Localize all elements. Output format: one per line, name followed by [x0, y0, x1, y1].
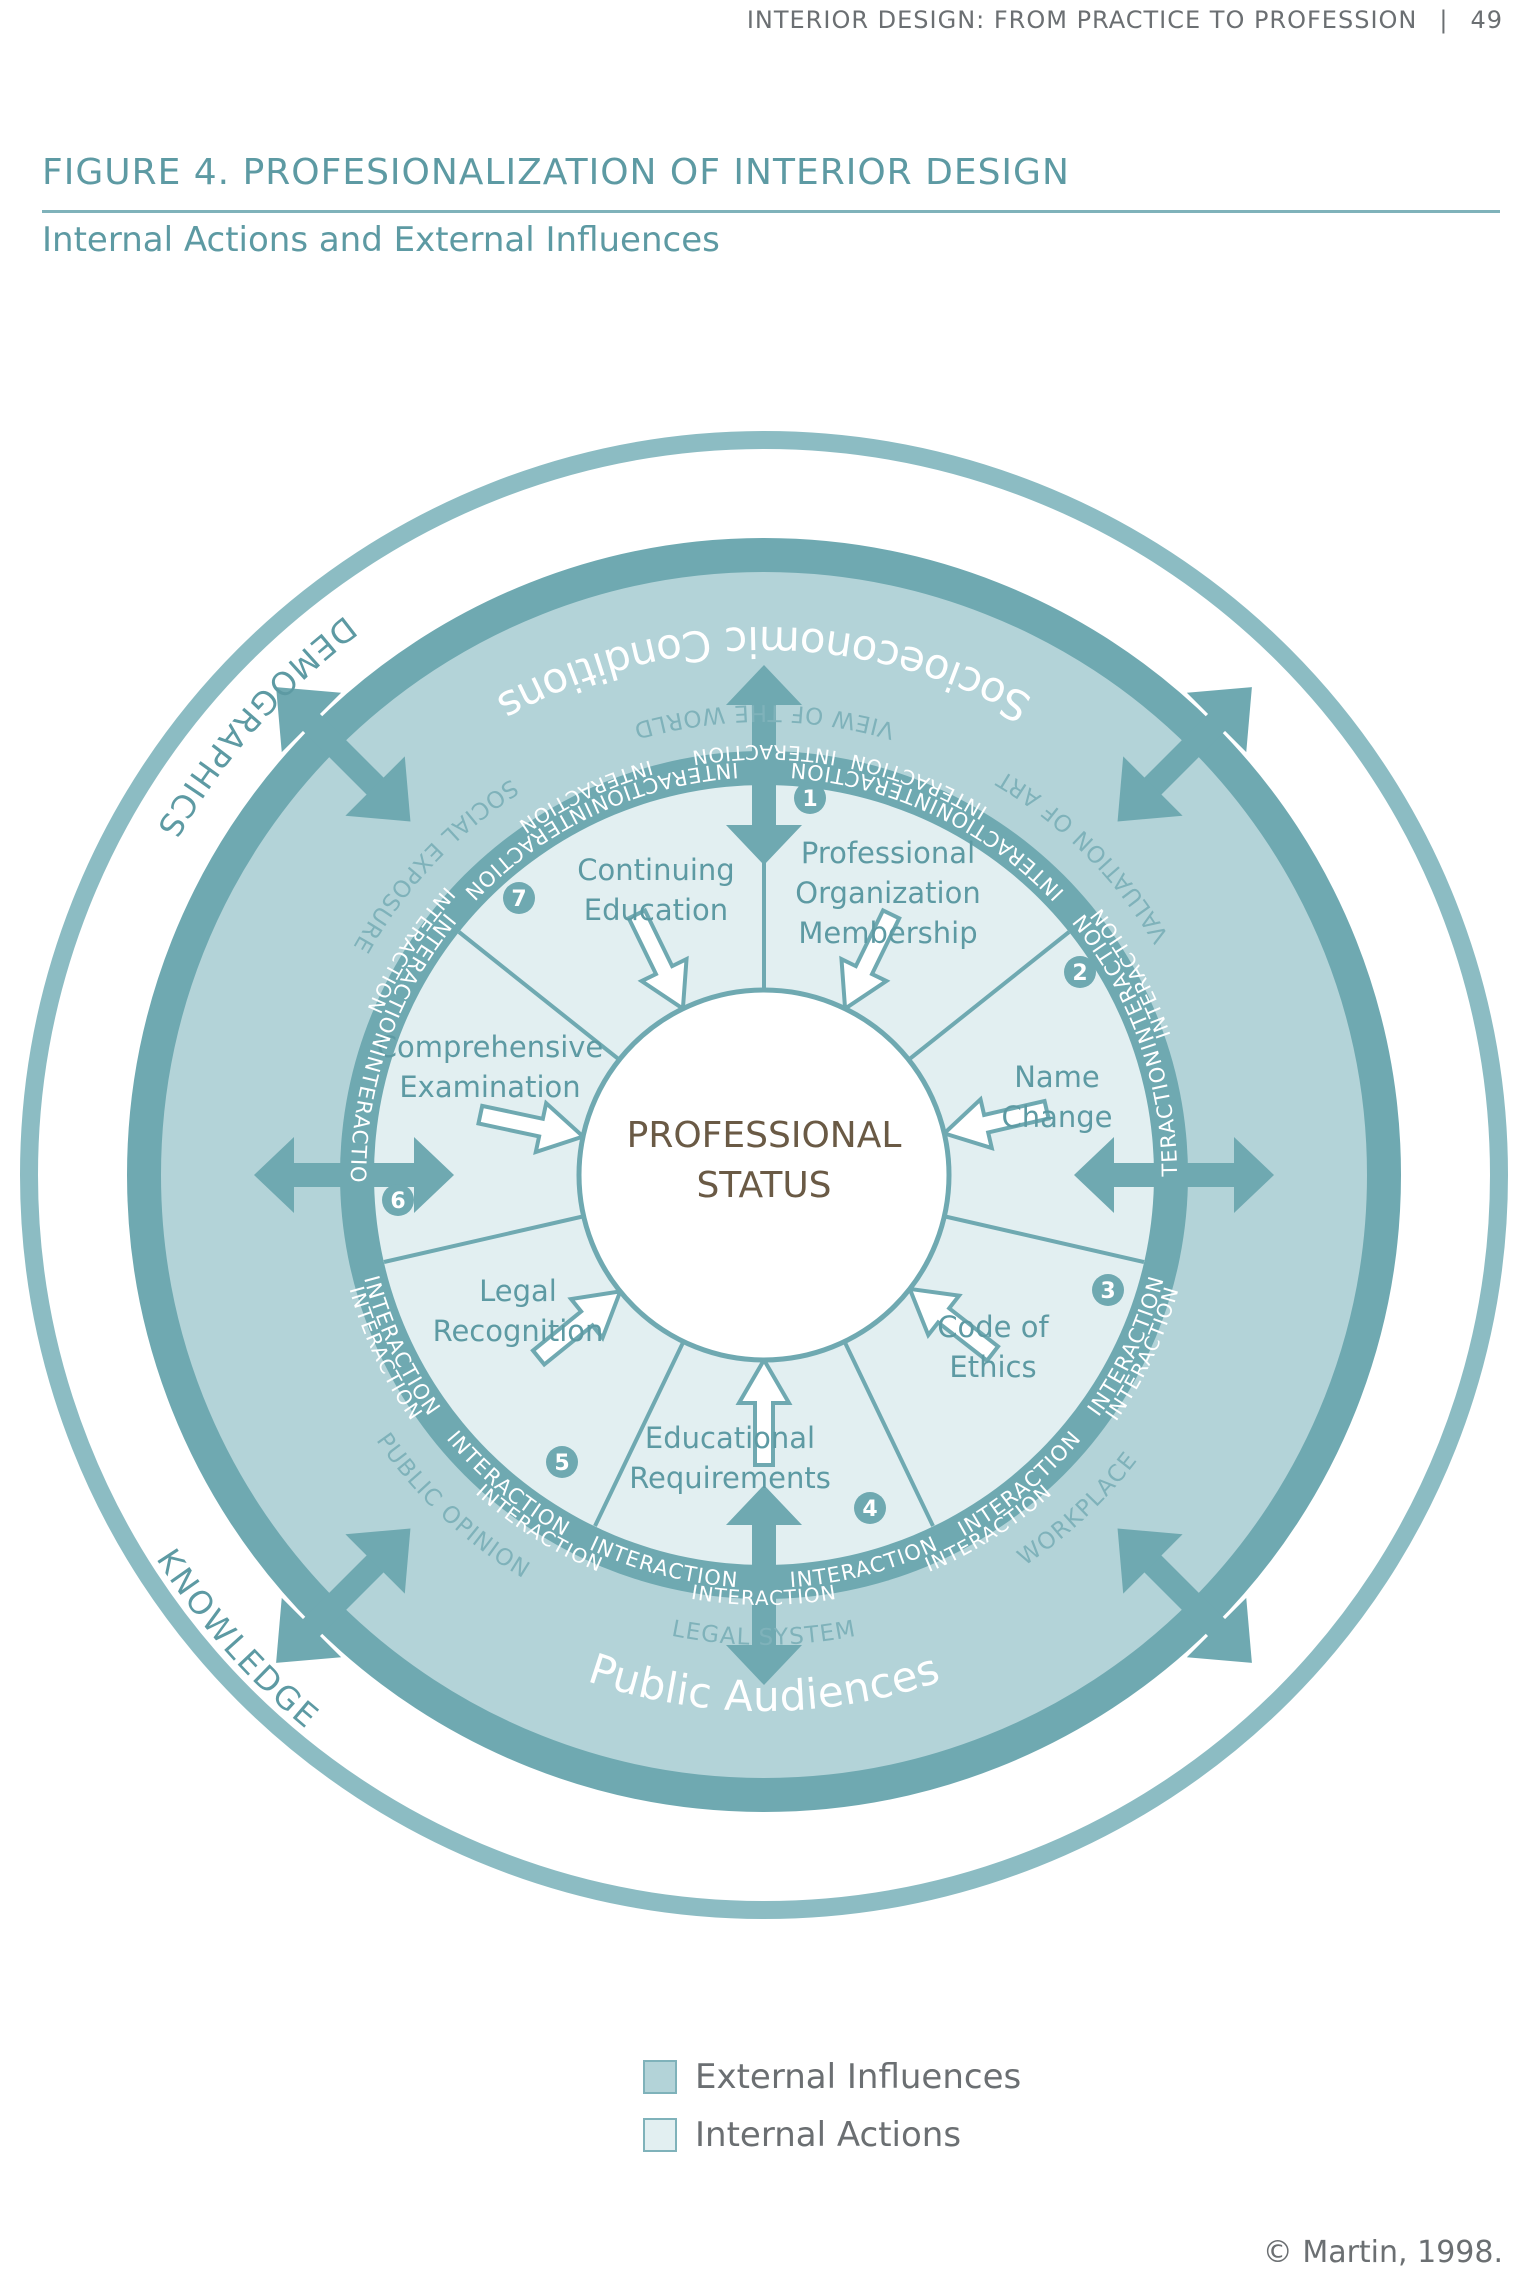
- badge-4: [854, 1492, 886, 1524]
- center-line-1: PROFESSIONAL: [627, 1115, 902, 1156]
- segment-3-line-1: Code of: [937, 1310, 1049, 1344]
- badge-2: [1064, 956, 1096, 988]
- legend-label-internal: Internal Actions: [695, 2115, 962, 2155]
- badge-6: [382, 1184, 414, 1216]
- segment-1-line-1: Professional: [801, 836, 975, 870]
- page-number: 49: [1470, 6, 1503, 34]
- figure-subtitle: Internal Actions and External Influences: [42, 220, 720, 260]
- segment-spokes: [383, 785, 1145, 1527]
- legend-label-external: External Influences: [695, 2057, 1022, 2097]
- badge-3-number: 3: [1100, 1279, 1115, 1304]
- segment-number-badges: 1 2 3 4 5 6 7: [382, 782, 1124, 1524]
- outer-context-ring: [20, 431, 1508, 1919]
- segment-6-line-1: Comprehensive: [377, 1030, 604, 1064]
- segment-2-line-1: Name: [1014, 1060, 1100, 1094]
- outer-interaction-band: [127, 538, 1401, 1812]
- legend-swatch-internal: [643, 2118, 677, 2152]
- badge-4-number: 4: [862, 1497, 877, 1522]
- copyright: © Martin, 1998.: [1262, 2235, 1503, 2270]
- figure-title: FIGURE 4. PROFESIONALIZATION OF INTERIOR…: [42, 152, 1070, 193]
- badge-1-number: 1: [802, 787, 817, 812]
- segment-3-line-2: Ethics: [949, 1350, 1036, 1384]
- running-head: INTERIOR DESIGN: FROM PRACTICE TO PROFES…: [747, 6, 1503, 34]
- segment-5-line-1: Legal: [479, 1274, 557, 1308]
- badge-7-number: 7: [511, 887, 526, 912]
- badge-2-number: 2: [1072, 961, 1087, 986]
- cardinal-arrows: [254, 665, 1274, 1685]
- legend-item-internal: Internal Actions: [643, 2106, 1021, 2164]
- badge-3: [1092, 1274, 1124, 1306]
- legend: External Influences Internal Actions: [643, 2048, 1021, 2164]
- center-line-2: STATUS: [696, 1165, 831, 1206]
- badge-5: [546, 1446, 578, 1478]
- legend-swatch-external: [643, 2060, 677, 2094]
- professional-status-center: [576, 987, 952, 1363]
- segment-labels: Professional Organization Membership Nam…: [377, 836, 1113, 1495]
- segment-1-line-3: Membership: [798, 916, 977, 950]
- legend-item-external: External Influences: [643, 2048, 1021, 2106]
- badge-1: [794, 782, 826, 814]
- segment-6-line-2: Examination: [399, 1070, 580, 1104]
- segment-1-line-2: Organization: [795, 876, 980, 910]
- running-head-separator: |: [1439, 6, 1449, 34]
- external-arrows: [276, 687, 1252, 1663]
- segment-4-line-2: Requirements: [629, 1461, 831, 1495]
- title-rule: [42, 210, 1500, 213]
- segment-7-line-2: Education: [584, 893, 728, 927]
- running-head-title: INTERIOR DESIGN: FROM PRACTICE TO PROFES…: [746, 6, 1418, 34]
- segment-5-line-2: Recognition: [433, 1314, 604, 1348]
- badge-6-number: 6: [390, 1189, 405, 1214]
- badge-7: [503, 882, 535, 914]
- segment-7-line-1: Continuing: [577, 853, 734, 887]
- badge-5-number: 5: [554, 1451, 569, 1476]
- segment-4-line-1: Educational: [645, 1421, 815, 1455]
- segment-arrows: [476, 907, 1051, 1467]
- segment-2-line-2: Change: [1001, 1100, 1112, 1134]
